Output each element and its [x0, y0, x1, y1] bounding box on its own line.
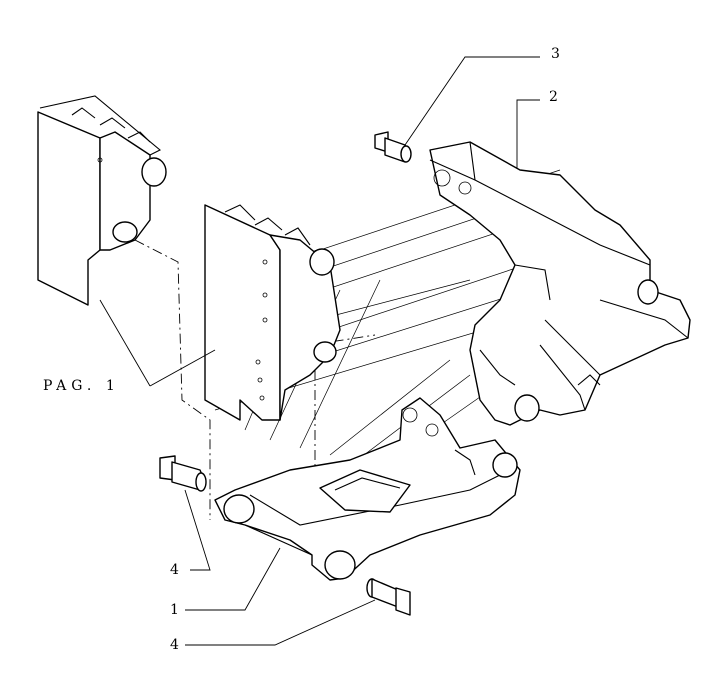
part-4-pin-lower [366, 578, 411, 616]
page-reference-label: PAG. 1 [43, 378, 120, 394]
part-1-lower-arm [214, 397, 521, 581]
callout-3: 3 [551, 46, 560, 62]
callout-4-lower: 4 [170, 637, 179, 653]
part-2-frame [429, 141, 691, 426]
callout-2: 2 [549, 89, 558, 105]
leader-lines [99, 56, 540, 646]
part-4-pin-upper [159, 455, 207, 492]
rear-bracket-left [37, 95, 167, 306]
callout-1: 1 [170, 602, 179, 618]
middle-bracket [204, 204, 341, 421]
part-3-pin [374, 131, 412, 163]
callout-4-upper: 4 [170, 562, 179, 578]
